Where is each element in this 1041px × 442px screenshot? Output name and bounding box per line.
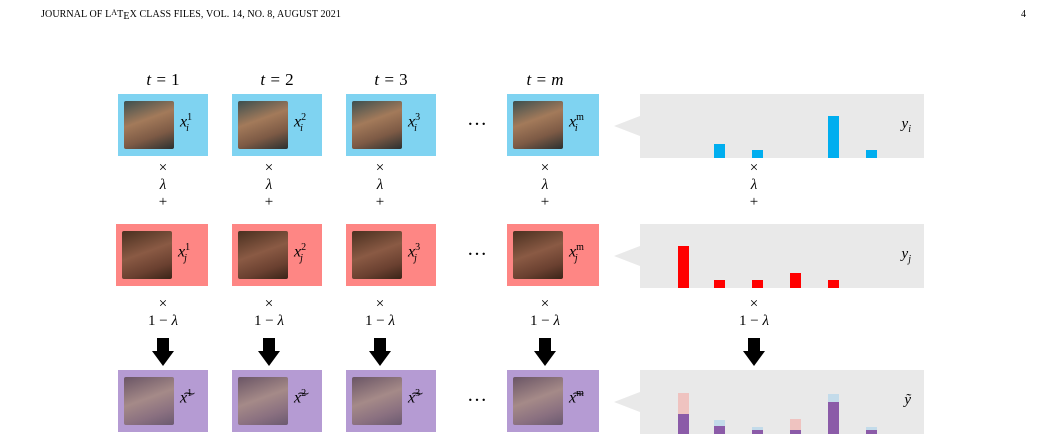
frame-xi-1: x1i bbox=[118, 94, 208, 156]
ellipsis: … bbox=[467, 384, 487, 406]
bar-yi-4 bbox=[866, 150, 877, 158]
op2-col-m: ×1 − λ bbox=[530, 296, 560, 329]
op2-col-3: ×1 − λ bbox=[365, 296, 395, 329]
face-image bbox=[238, 377, 288, 425]
frame-mix-3: x͠3 bbox=[346, 370, 436, 432]
frame-mix-1: x͠1 bbox=[118, 370, 208, 432]
bar-yj-5 bbox=[828, 280, 839, 288]
time-label-1: t = 1 bbox=[146, 70, 180, 89]
op-col-m: ×λ+ bbox=[540, 160, 550, 210]
bar-yj-3 bbox=[752, 280, 763, 288]
label-panel-ytilde: ỹ bbox=[614, 370, 924, 434]
time-label-3: t = 3 bbox=[374, 70, 408, 89]
frame-mix-2: x͠2 bbox=[232, 370, 322, 432]
face-image bbox=[122, 231, 172, 279]
op2-col-1: ×1 − λ bbox=[148, 296, 178, 329]
frame-xj-m: xmj bbox=[507, 224, 599, 286]
journal-header: JOURNAL OF LATEX CLASS FILES, VOL. 14, N… bbox=[41, 8, 341, 22]
bar-ytilde-2 bbox=[714, 426, 725, 434]
bar-yi-2 bbox=[752, 150, 763, 158]
frame-xi-2: x2i bbox=[232, 94, 322, 156]
frame-xi-3: x3i bbox=[346, 94, 436, 156]
label-panel-yi: yi bbox=[614, 94, 924, 158]
bar-yj-1 bbox=[678, 246, 689, 288]
ellipsis: … bbox=[467, 238, 487, 260]
label-yi: yi bbox=[901, 116, 911, 135]
frame-xi-m: xmi bbox=[507, 94, 599, 156]
down-arrow-icon bbox=[152, 338, 174, 368]
bar-ytilde-5 bbox=[828, 402, 839, 434]
bar-ytilde-1 bbox=[678, 414, 689, 434]
face-image bbox=[124, 377, 174, 425]
face-image bbox=[124, 101, 174, 149]
bar-yi-1 bbox=[714, 144, 725, 158]
face-image bbox=[513, 377, 563, 425]
face-image bbox=[352, 101, 402, 149]
op2-col-label: ×1 − λ bbox=[739, 296, 769, 329]
op-col-label: ×λ+ bbox=[749, 160, 759, 210]
page-number: 4 bbox=[1021, 9, 1026, 20]
frame-xj-2: x2j bbox=[232, 224, 322, 286]
time-label-m: t = m bbox=[526, 70, 564, 89]
ellipsis: … bbox=[467, 108, 487, 130]
bar-yj-4 bbox=[790, 273, 801, 288]
bar-ytilde-4 bbox=[790, 430, 801, 434]
face-image bbox=[238, 101, 288, 149]
frame-xj-3: x3j bbox=[346, 224, 436, 286]
label-ytilde: ỹ bbox=[904, 392, 911, 408]
bar-ytilde-6 bbox=[866, 430, 877, 434]
down-arrow-icon bbox=[534, 338, 556, 368]
op-col-3: ×λ+ bbox=[375, 160, 385, 210]
time-label-2: t = 2 bbox=[260, 70, 294, 89]
down-arrow-icon bbox=[258, 338, 280, 368]
label-yj: yj bbox=[901, 246, 911, 265]
down-arrow-icon bbox=[369, 338, 391, 368]
face-image bbox=[238, 231, 288, 279]
down-arrow-icon bbox=[743, 338, 765, 368]
face-image bbox=[352, 231, 402, 279]
op-col-1: ×λ+ bbox=[158, 160, 168, 210]
frame-xj-1: x1j bbox=[116, 224, 208, 286]
frame-mix-m: x͠m bbox=[507, 370, 599, 432]
label-panel-yj: yj bbox=[614, 224, 924, 288]
face-image bbox=[513, 101, 563, 149]
bar-ytilde-3 bbox=[752, 430, 763, 434]
face-image bbox=[352, 377, 402, 425]
op2-col-2: ×1 − λ bbox=[254, 296, 284, 329]
bar-yj-2 bbox=[714, 280, 725, 288]
bar-yi-3 bbox=[828, 116, 839, 158]
face-image bbox=[513, 231, 563, 279]
op-col-2: ×λ+ bbox=[264, 160, 274, 210]
